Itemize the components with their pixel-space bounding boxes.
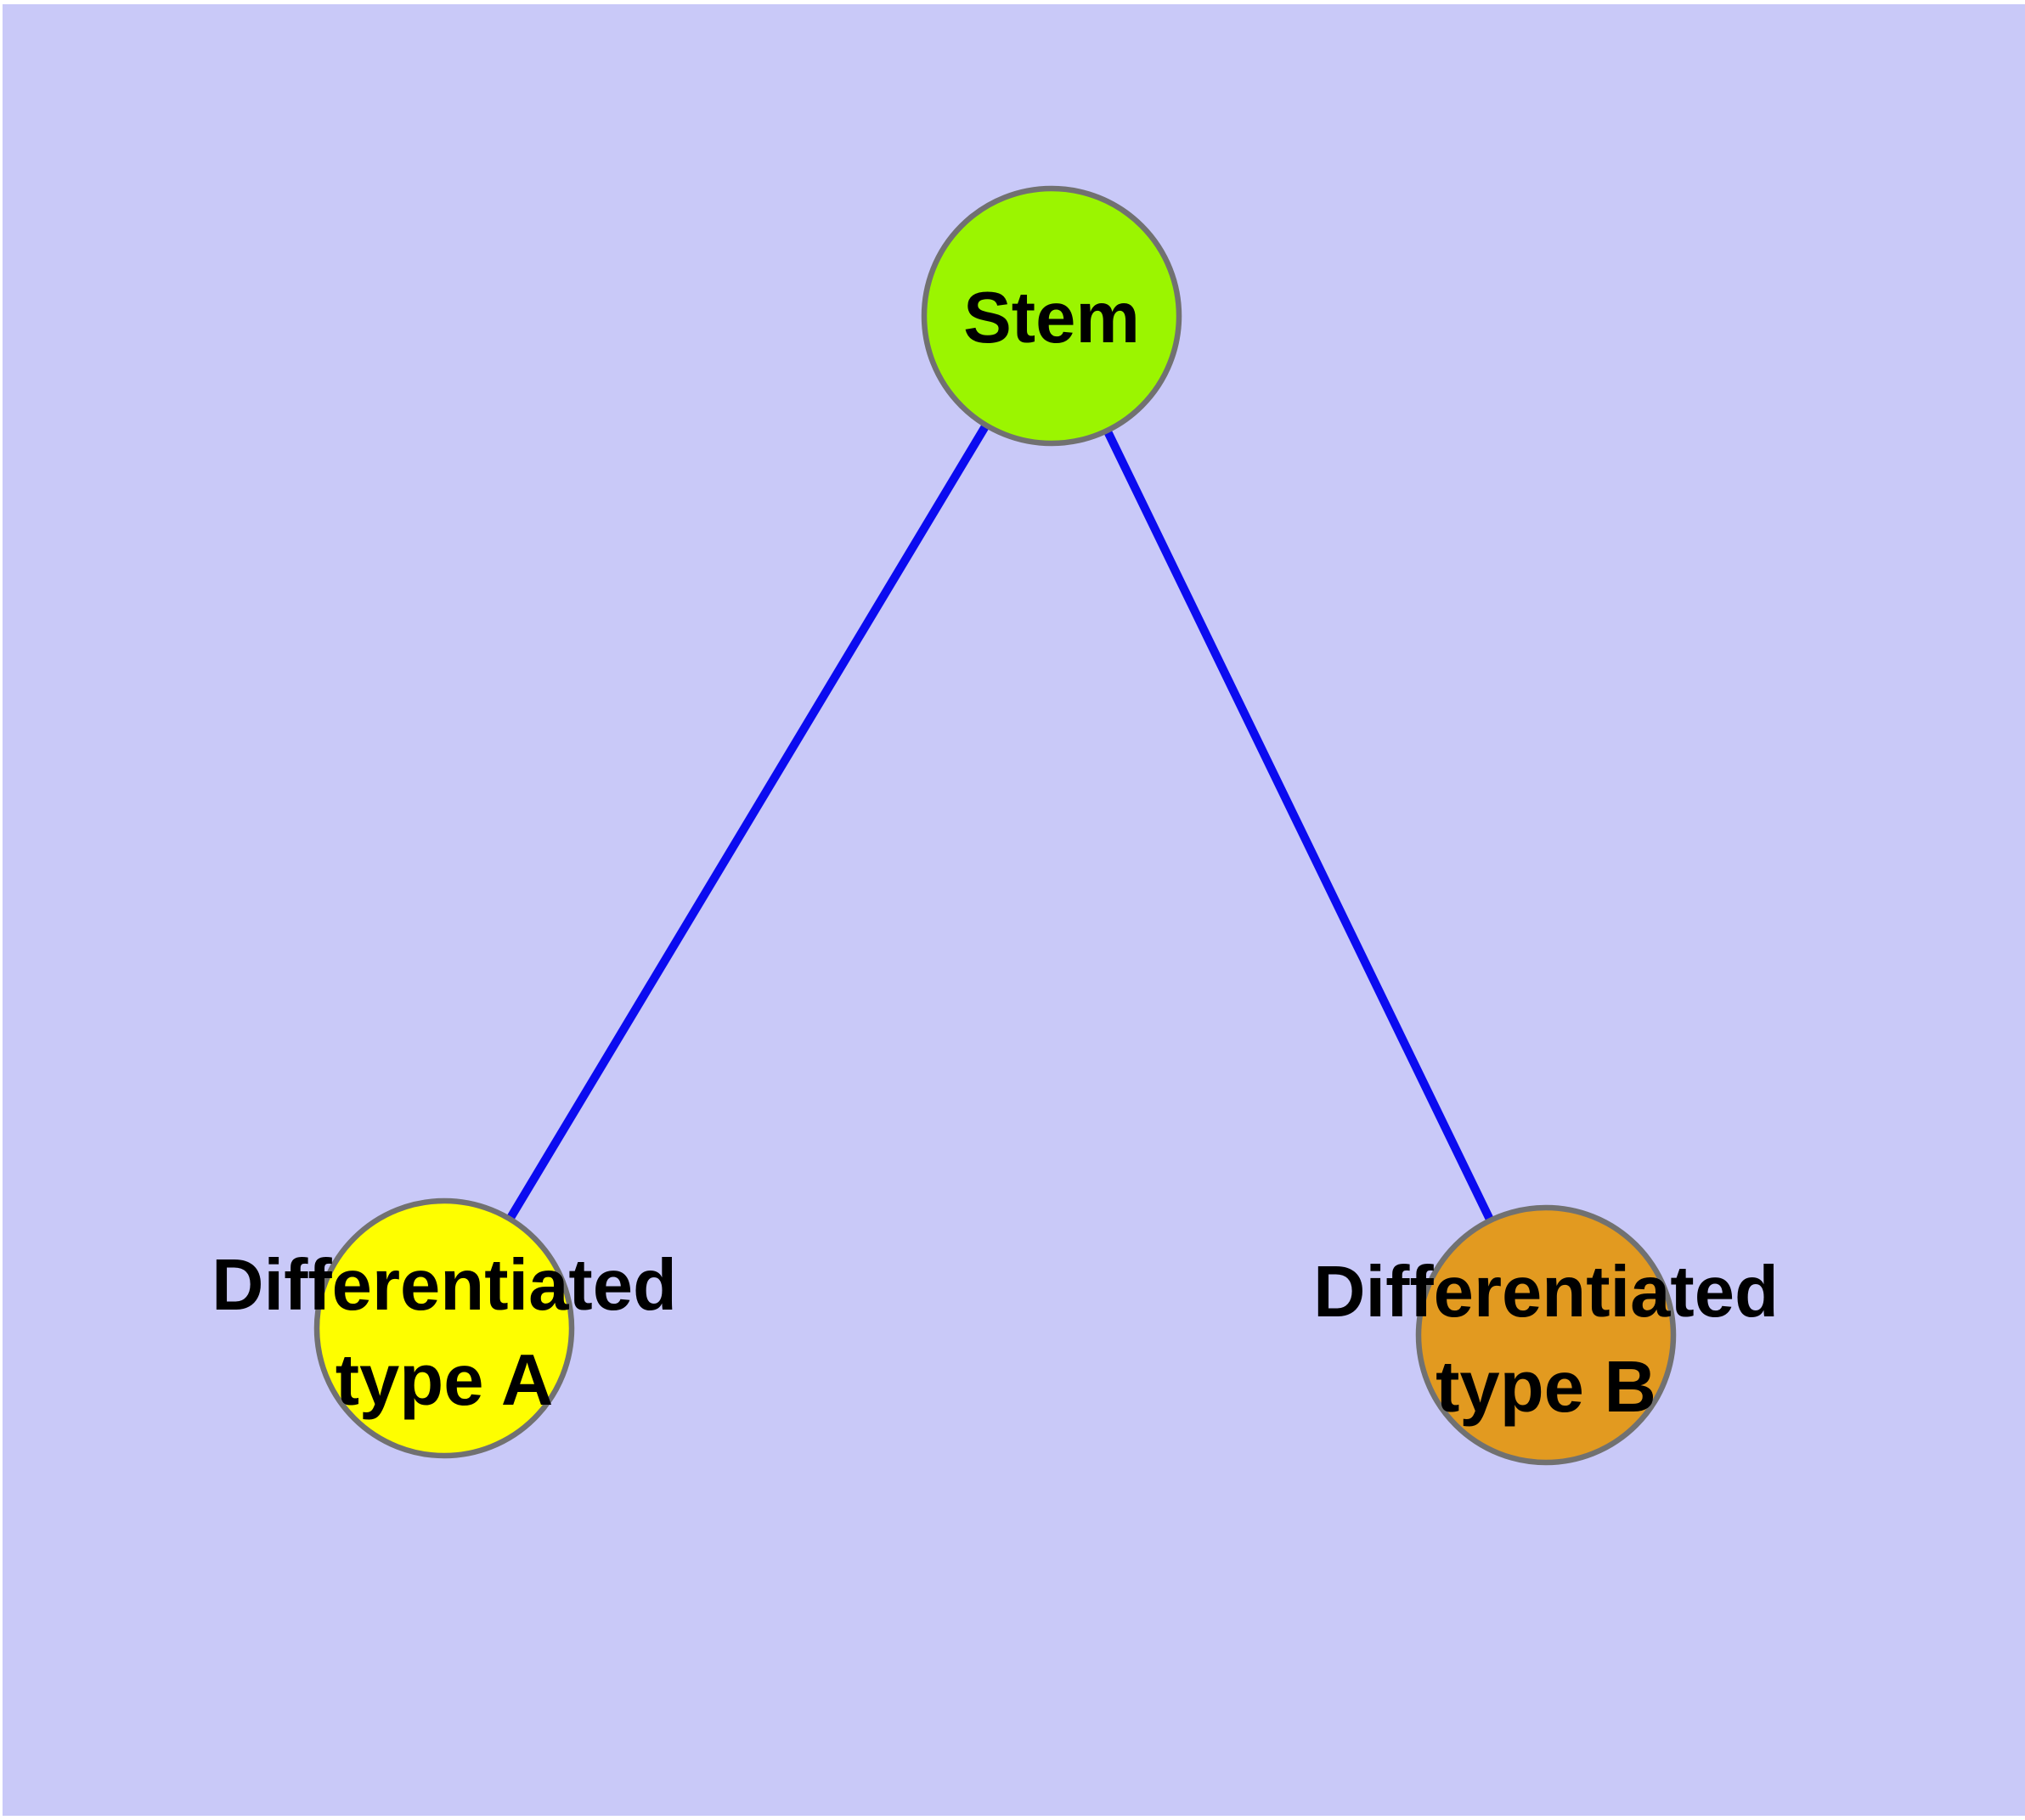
node-stem-circle [921,185,1182,447]
node-type-b-circle [1415,1204,1677,1466]
node-type-b-label-line2: type B [1436,1347,1656,1428]
node-type-a-circle [313,1197,575,1459]
edge-stem-to-type-b [1047,313,1550,1338]
node-type-b-label-line1: Differentiated [1313,1252,1779,1333]
node-type-a-label-line2: type A [336,1340,554,1421]
node-type-a-label-line1: Differentiated [212,1245,677,1326]
edge-stem-to-type-a [440,313,1056,1331]
node-stem-label: Stem [963,278,1140,358]
